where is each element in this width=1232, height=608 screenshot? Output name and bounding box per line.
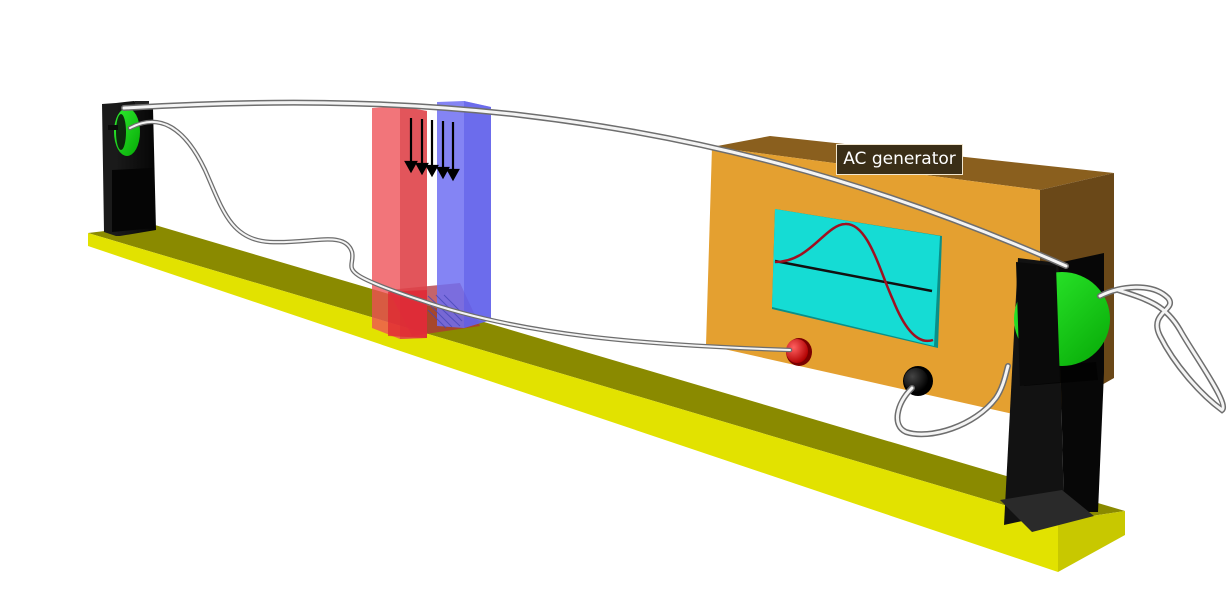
- red-lead-wire: [129, 120, 791, 351]
- rail-front-face: [88, 233, 1058, 572]
- base-rail: [88, 225, 1125, 572]
- rail-end-face: [1058, 511, 1125, 572]
- generator-label: AC generator: [836, 144, 963, 175]
- vibrating-string: [122, 101, 1068, 268]
- red-terminal[interactable]: [786, 338, 812, 366]
- magnetic-field-arrows: [404, 118, 460, 182]
- left-stand: [102, 101, 156, 236]
- oscilloscope-screen: [772, 209, 942, 348]
- hanging-string: [1098, 285, 1225, 412]
- north-pole-magnet: [372, 106, 427, 339]
- south-pole-magnet: [427, 101, 491, 329]
- waveform-trace: [774, 222, 934, 343]
- screen-baseline: [774, 259, 933, 293]
- wires: [121, 99, 1227, 438]
- rail-top-face: [88, 225, 1125, 521]
- right-stand: [1000, 253, 1110, 532]
- black-lead-wire: [896, 364, 1010, 436]
